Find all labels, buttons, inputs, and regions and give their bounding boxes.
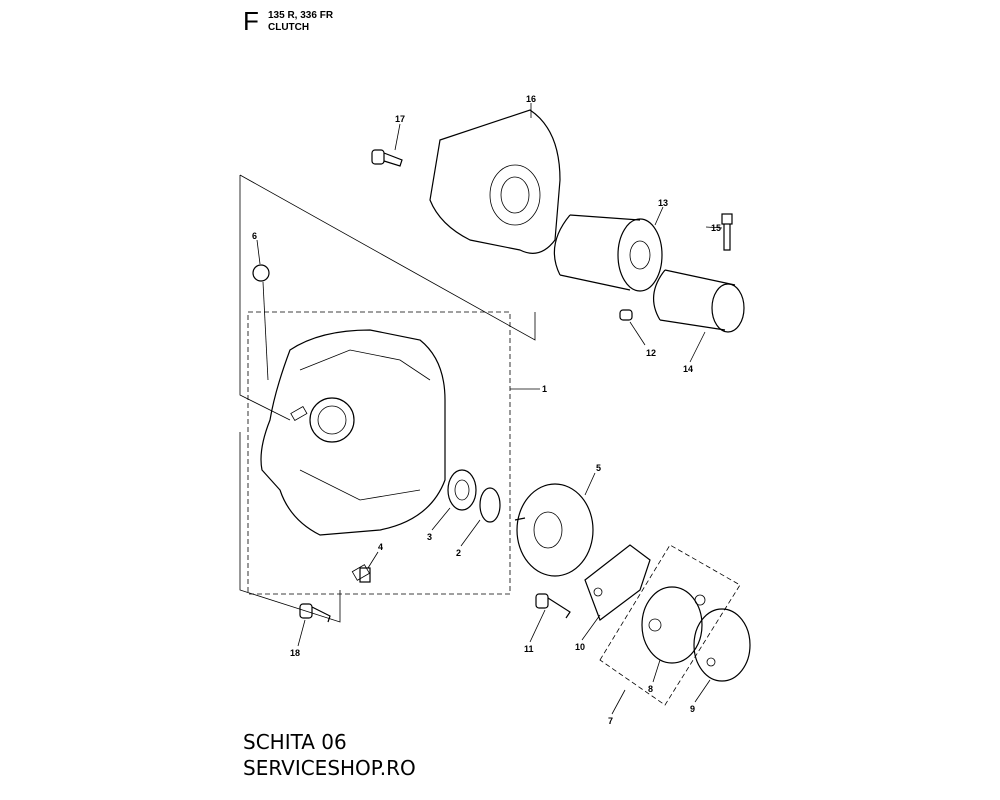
part-pin-4 <box>359 567 371 583</box>
callout-11: 11 <box>524 644 534 654</box>
callout-6: 6 <box>252 231 257 241</box>
part-bolt-18 <box>299 603 331 623</box>
part-crankcase <box>247 311 511 595</box>
callout-5: 5 <box>596 463 601 473</box>
callout-13: 13 <box>658 198 668 208</box>
diagram-title: CLUTCH <box>268 22 310 33</box>
callout-15: 15 <box>711 223 721 233</box>
part-ring-6 <box>252 264 270 282</box>
sketch-number: SCHITA 06 <box>243 730 347 754</box>
callout-10: 10 <box>575 642 585 652</box>
callout-2: 2 <box>456 548 461 558</box>
part-bracket <box>429 109 561 254</box>
part-sleeve-13 <box>553 214 663 292</box>
site-name: SERVICESHOP.RO <box>243 756 416 780</box>
callout-14: 14 <box>683 364 693 374</box>
callout-1: 1 <box>542 384 547 394</box>
part-drum-5 <box>514 483 594 577</box>
part-circlip-2 <box>479 487 501 523</box>
part-bolt-11 <box>535 593 571 619</box>
callout-18: 18 <box>290 648 300 658</box>
section-letter: F <box>243 6 259 36</box>
callout-9: 9 <box>690 704 695 714</box>
part-clamp-14 <box>653 269 745 333</box>
part-washer-10 <box>584 544 651 621</box>
part-screw-12 <box>619 309 633 321</box>
part-plate-9 <box>693 608 751 682</box>
callout-4: 4 <box>378 542 383 552</box>
part-bearing-3 <box>447 469 477 511</box>
callout-17: 17 <box>395 114 405 124</box>
part-clutch-shoes <box>599 544 741 706</box>
callout-8: 8 <box>648 684 653 694</box>
diagram-header: 135 R, 336 FR CLUTCH <box>268 10 333 34</box>
part-bolt-17 <box>371 149 403 167</box>
model-numbers: 135 R, 336 FR <box>268 10 334 21</box>
callout-12: 12 <box>646 348 656 358</box>
part-screw-15 <box>721 213 733 251</box>
callout-7: 7 <box>608 716 613 726</box>
callout-3: 3 <box>427 532 432 542</box>
callout-16: 16 <box>526 94 536 104</box>
